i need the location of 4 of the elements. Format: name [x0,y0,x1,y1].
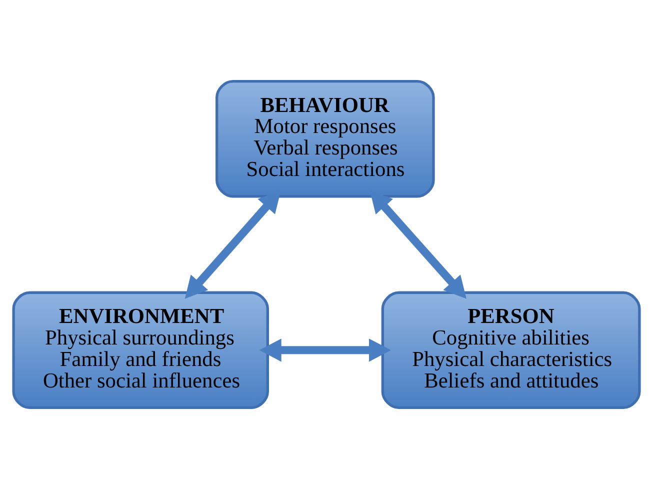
node-box: BEHAVIOUR Motor responses Verbal responses Social interactions [216,80,435,198]
arrow [259,338,391,362]
node-box: ENVIRONMENT Physical surroundings Family and friends Other social influences [12,291,269,409]
node-box: PERSON Cognitive abilities Physical characteristics Beliefs and attitudes [381,291,641,409]
